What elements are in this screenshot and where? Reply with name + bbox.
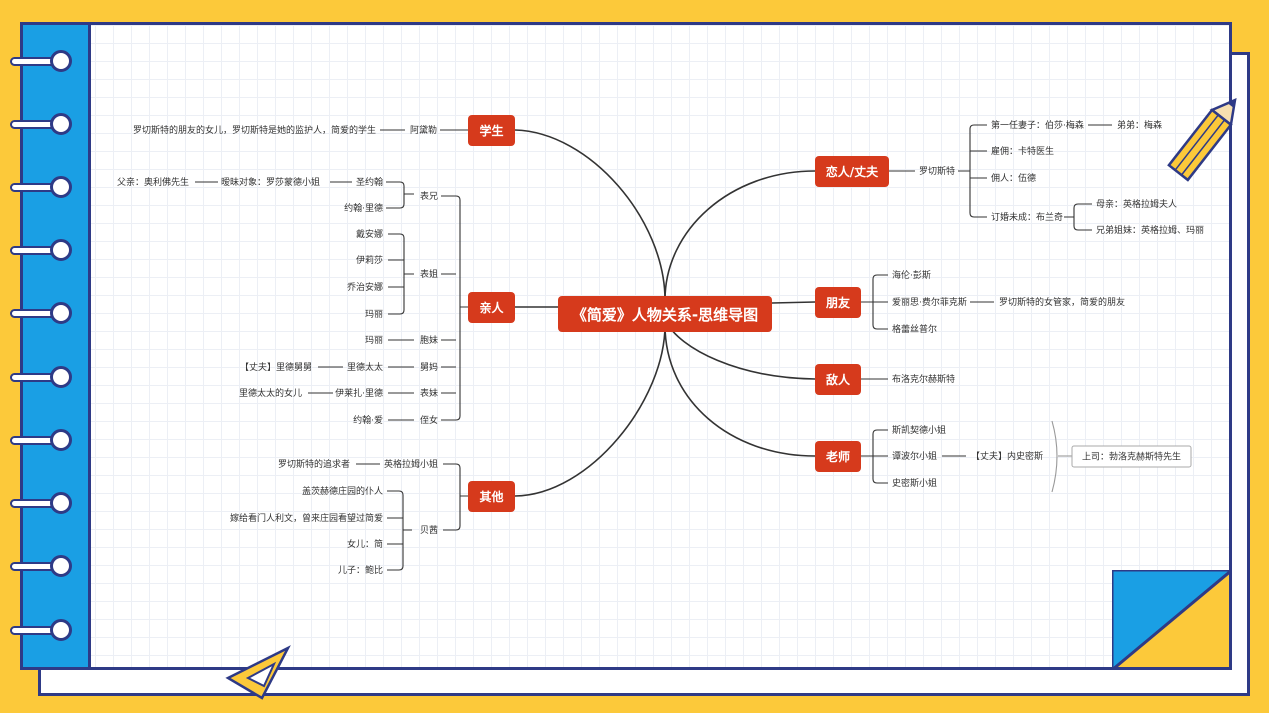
node-blanche[interactable]: 订婚未成：布兰奇	[991, 211, 1063, 223]
node-lady-ingram[interactable]: 母亲：英格拉姆夫人	[1096, 198, 1177, 210]
node-rochester[interactable]: 罗切斯特	[919, 165, 955, 177]
node-uncle-reed[interactable]: 【丈夫】里德舅舅	[240, 361, 312, 373]
node-fairfax-desc[interactable]: 罗切斯特的女管家，简爱的朋友	[999, 296, 1125, 308]
branch-student[interactable]: 学生	[468, 115, 515, 146]
node-bessie-servant[interactable]: 盖茨赫德庄园的仆人	[302, 485, 383, 497]
svg-text:其他: 其他	[479, 489, 503, 504]
node-adele-desc[interactable]: 罗切斯特的朋友的女儿，罗切斯特是她的监护人，简爱的学生	[133, 124, 376, 136]
svg-text:学生: 学生	[479, 123, 503, 138]
node-niece[interactable]: 侄女	[420, 414, 438, 426]
node-fairfax[interactable]: 爱丽思·费尔菲克斯	[892, 296, 967, 308]
node-bessie-daughter[interactable]: 女儿：简	[347, 538, 383, 550]
branch-enemy[interactable]: 敌人	[815, 364, 861, 395]
svg-text:老师: 老师	[826, 449, 850, 464]
node-smith[interactable]: 史密斯小姐	[892, 477, 937, 489]
svg-text:亲人: 亲人	[479, 300, 504, 315]
node-stjohn[interactable]: 圣约翰	[356, 176, 383, 188]
svg-text:敌人: 敌人	[826, 372, 851, 387]
node-bessie-son[interactable]: 儿子：鲍比	[338, 564, 383, 576]
node-mrs-reed[interactable]: 里德太太	[347, 361, 383, 373]
node-stjohn-father[interactable]: 父亲：奥利佛先生	[117, 176, 189, 188]
node-younger-cousin[interactable]: 表妹	[420, 387, 438, 399]
notebook-page	[20, 22, 1232, 670]
node-ingram[interactable]: 英格拉姆小姐	[384, 458, 438, 470]
node-john-reed[interactable]: 约翰·里德	[344, 202, 383, 214]
folded-corner-icon	[1112, 570, 1229, 667]
node-aunt[interactable]: 舅妈	[420, 361, 438, 373]
connector-others	[514, 324, 666, 497]
node-sister[interactable]: 胞妹	[420, 334, 438, 346]
summary-text: 上司：勃洛克赫斯特先生	[1082, 451, 1181, 463]
node-servant-wood[interactable]: 佣人：伍德	[991, 172, 1036, 184]
node-temple-husband[interactable]: 【丈夫】内史密斯	[971, 450, 1043, 462]
central-topic[interactable]: 《简爱》人物关系-思维导图	[558, 296, 772, 332]
svg-text:恋人/丈夫: 恋人/丈夫	[826, 164, 879, 179]
node-temple[interactable]: 谭波尔小姐	[892, 450, 937, 462]
connector-student	[514, 129, 666, 301]
connector-teachers	[664, 324, 816, 457]
branch-others[interactable]: 其他	[468, 481, 515, 512]
node-john-eyre[interactable]: 约翰·爱	[353, 414, 383, 426]
branch-friends[interactable]: 朋友	[815, 287, 861, 318]
node-mary-1[interactable]: 玛丽	[365, 309, 383, 320]
node-adele[interactable]: 阿黛勒	[410, 124, 437, 136]
node-georgiana[interactable]: 乔治安娜	[347, 281, 383, 293]
node-mrs-reed-daughter[interactable]: 里德太太的女儿	[239, 387, 302, 399]
node-bessie[interactable]: 贝茜	[420, 525, 438, 536]
node-eliza[interactable]: 伊莉莎	[356, 254, 383, 266]
branch-teachers[interactable]: 老师	[815, 441, 861, 472]
node-mary-2[interactable]: 玛丽	[365, 335, 383, 346]
svg-text:朋友: 朋友	[825, 295, 850, 310]
summary-box[interactable]: 上司：勃洛克赫斯特先生	[1071, 445, 1192, 468]
branch-relatives[interactable]: 亲人	[468, 292, 515, 323]
node-diana[interactable]: 戴安娜	[356, 228, 383, 240]
pencil-icon	[1167, 97, 1237, 182]
node-cousin-male[interactable]: 表兄	[420, 190, 438, 202]
connector-friends	[771, 301, 816, 304]
branch-lover[interactable]: 恋人/丈夫	[815, 156, 889, 187]
node-bessie-married[interactable]: 嫁给看门人利文，曾来庄园看望过简爱	[230, 512, 383, 524]
connector-lover	[664, 170, 816, 301]
node-helen[interactable]: 海伦·彭斯	[892, 269, 931, 281]
node-scatcherd[interactable]: 斯凯契德小姐	[892, 424, 946, 436]
node-stjohn-love[interactable]: 暧昧对象：罗莎蒙德小姐	[221, 176, 320, 188]
triangle-ruler-icon	[225, 645, 291, 700]
node-first-wife[interactable]: 第一任妻子：伯莎·梅森	[991, 119, 1084, 131]
node-ingram-desc[interactable]: 罗切斯特的追求者	[278, 458, 350, 470]
node-eliza-reed[interactable]: 伊莱扎·里德	[335, 387, 383, 399]
node-cousin-female[interactable]: 表姐	[420, 268, 438, 280]
node-ingram-siblings[interactable]: 兄弟姐妹：英格拉姆、玛丽	[1096, 224, 1204, 236]
node-brocklehurst[interactable]: 布洛克尔赫斯特	[892, 373, 955, 385]
node-grace[interactable]: 格蕾丝普尔	[892, 323, 937, 335]
node-brother-mason[interactable]: 弟弟：梅森	[1117, 119, 1162, 131]
central-topic-label: 《简爱》人物关系-思维导图	[572, 306, 758, 324]
node-doctor[interactable]: 雇佣：卡特医生	[991, 145, 1054, 157]
